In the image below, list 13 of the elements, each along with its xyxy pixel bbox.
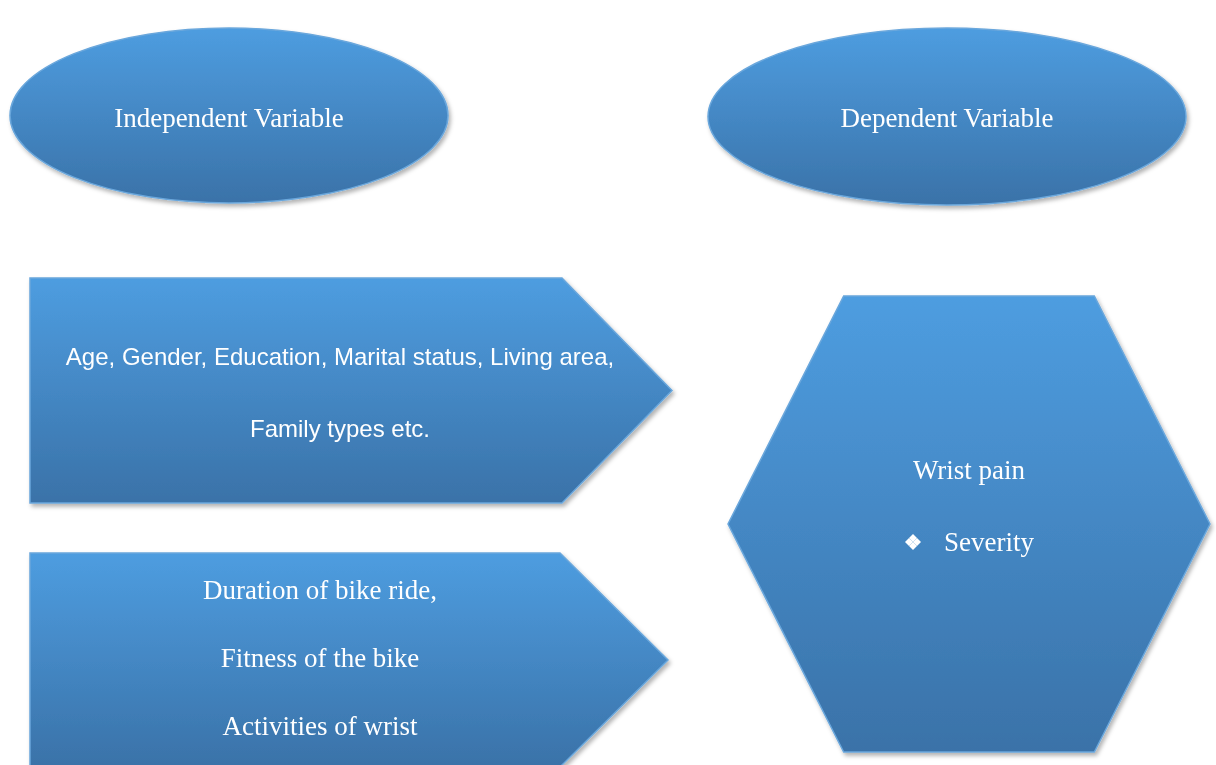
node-text: Activities of wrist [222, 710, 418, 743]
variable-ellipse [708, 28, 1186, 205]
arrow-shaped-box [30, 278, 672, 503]
node-text: Duration of bike ride, [203, 574, 437, 607]
node-text: Age, Gender, Education, Marital status, Living area, Family types etc. [64, 342, 616, 444]
node-text: Dependent Variable [840, 102, 1054, 135]
node-text: Severity [944, 526, 1034, 559]
node-text: Independent Variable [114, 102, 344, 135]
variable-ellipse [10, 28, 448, 203]
node-text: Wrist pain [912, 454, 1026, 487]
hexagon-box [728, 296, 1210, 752]
node-text: Fitness of the bike [220, 642, 420, 675]
arrow-shaped-box [30, 553, 668, 765]
